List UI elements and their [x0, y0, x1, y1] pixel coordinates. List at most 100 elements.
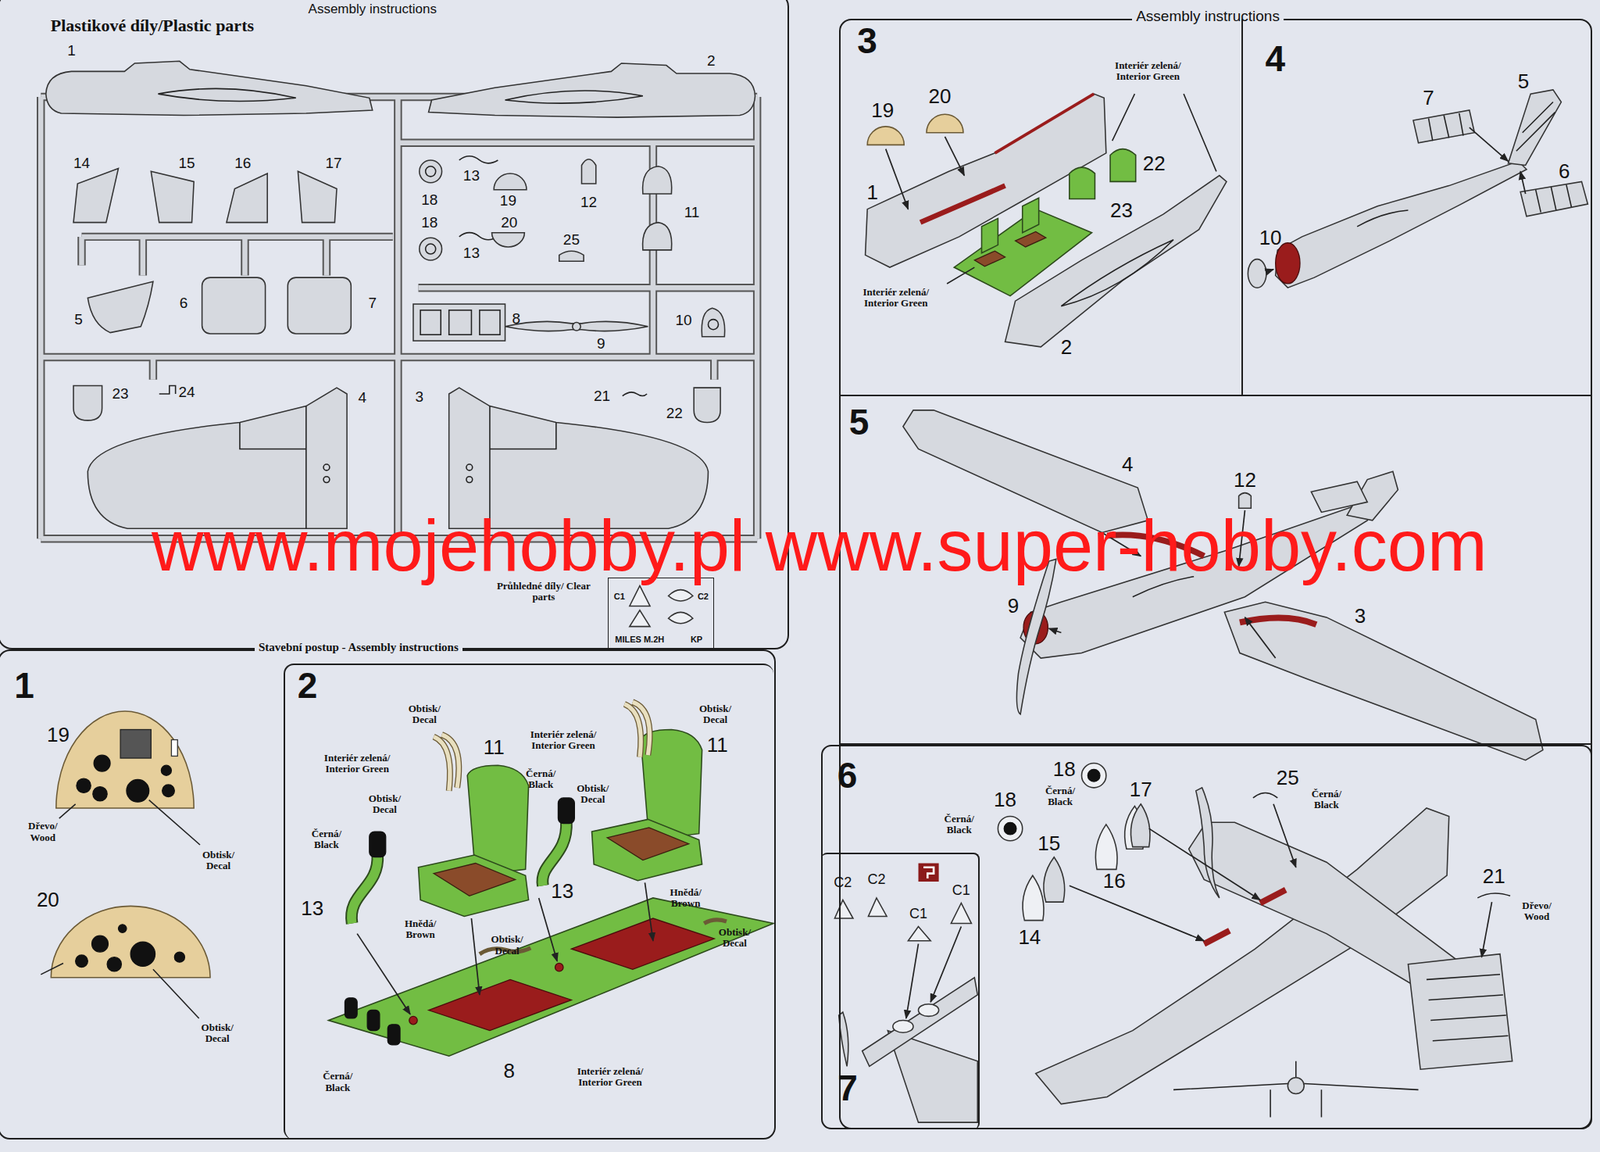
paint-callout: Obtisk/ Decal	[368, 792, 401, 815]
callout-number: 9	[1007, 593, 1019, 617]
part-number: 24	[178, 383, 195, 400]
sprue-code: MILES M.2H	[614, 634, 665, 644]
control-stick	[351, 854, 378, 923]
callout-number: 13	[300, 896, 324, 920]
step-panel: 3	[839, 18, 1243, 397]
step-number: 6	[837, 757, 858, 793]
instrument-panel	[56, 710, 194, 808]
step-panel: 1	[0, 663, 284, 1123]
fairing-clear	[1022, 875, 1044, 920]
control-surface-part	[73, 167, 118, 222]
leader-line	[59, 800, 200, 845]
canopy	[918, 1003, 940, 1017]
step-number: 7	[837, 1069, 858, 1106]
assembly-arrow	[1069, 885, 1204, 941]
step-panel: 5	[839, 396, 1593, 746]
control-stick	[542, 821, 567, 886]
wheel	[997, 815, 1022, 840]
small-part	[1477, 892, 1511, 898]
seat-cushion	[607, 827, 689, 861]
stabilizer	[1310, 481, 1368, 512]
callout-number: 19	[871, 99, 894, 122]
clear-part	[834, 900, 854, 919]
instrument	[75, 954, 89, 968]
wing	[87, 387, 347, 529]
fabric-rib	[1516, 102, 1556, 152]
part-number: 4	[357, 389, 367, 407]
spinner-part	[701, 307, 725, 337]
seat-belt	[624, 701, 650, 758]
seat-cushion	[433, 863, 515, 897]
fuselage-half-part	[428, 63, 756, 118]
wing-part	[87, 387, 347, 529]
control-stick-part	[459, 156, 499, 164]
instrument	[118, 924, 127, 933]
callout-number: 5	[1517, 70, 1529, 93]
callout-number: 2	[1060, 335, 1072, 359]
callout-number: 11	[483, 735, 505, 759]
fin	[1507, 89, 1561, 166]
belt-decal	[479, 947, 531, 954]
callout-number: 19	[46, 723, 70, 747]
paint-callout: Dřevo/ Wood	[28, 820, 58, 843]
instrument	[160, 764, 172, 775]
clear-part	[868, 897, 888, 917]
assembly-arrow	[1244, 617, 1275, 658]
stabilizer-part	[287, 277, 351, 334]
part-number: 14	[73, 155, 90, 172]
part-number: 9	[596, 335, 606, 353]
part-number: 6	[179, 294, 189, 311]
instrument	[92, 786, 108, 801]
callout-number: 3	[1354, 603, 1366, 627]
step-number: 3	[857, 22, 878, 59]
canopy	[892, 1020, 914, 1033]
small-part	[581, 159, 596, 184]
part-number: 19	[500, 192, 517, 210]
paint-callout: Hnědá/ Brown	[404, 917, 436, 940]
stabilizer	[1413, 110, 1475, 143]
floor-detail	[420, 310, 441, 335]
callout-number: 20	[928, 84, 951, 108]
part-number: 16	[234, 155, 251, 172]
clear-part-number: C1	[614, 591, 625, 601]
clear-part-number: C1	[952, 882, 971, 899]
assembly-arrow	[1520, 171, 1526, 194]
clear-part	[668, 611, 693, 623]
headrest	[1110, 149, 1136, 183]
clear-parts-heading: Průhledné díly/ Clear parts	[486, 580, 601, 604]
canopy-opening	[1132, 576, 1194, 597]
wheel-hub	[1087, 768, 1100, 782]
assembly-arrow	[1273, 803, 1297, 868]
instrument-panel	[867, 126, 904, 146]
sprue-frame	[40, 96, 758, 539]
seat-pan	[418, 854, 529, 916]
control-surface-part	[297, 171, 337, 222]
leader-line	[946, 93, 1217, 284]
wing-detail	[323, 464, 330, 471]
callout-number: 11	[707, 733, 729, 757]
paint-callout: Hnědá/ Brown	[669, 886, 701, 909]
fuselage	[862, 977, 979, 1067]
clear-part	[907, 925, 931, 940]
instrument-panel	[926, 114, 964, 133]
part-number: 25	[563, 231, 580, 248]
paint-callout: Interiér zelená/ Interior Green	[1100, 60, 1195, 83]
part-number: 10	[675, 312, 693, 329]
wheel-hub	[425, 243, 436, 254]
assembly-arrow	[944, 136, 965, 176]
propeller	[1016, 558, 1056, 714]
paint-callout: Černá/ Black	[1045, 785, 1075, 808]
floor-part	[413, 303, 506, 341]
stick-grip	[369, 831, 386, 858]
spinner	[1247, 259, 1267, 289]
paint-callout: Černá/ Black	[1311, 788, 1342, 811]
callout-number: 8	[503, 1059, 515, 1083]
callout-number: 20	[36, 887, 60, 911]
floor-pad	[571, 917, 715, 969]
paint-callout: Obtisk/ Decal	[408, 703, 441, 725]
front-view	[1287, 1077, 1304, 1094]
callout-number: 7	[1422, 86, 1434, 110]
stick-socket	[409, 1015, 418, 1024]
small-part	[159, 385, 176, 394]
wing-root-outline	[1060, 239, 1174, 307]
